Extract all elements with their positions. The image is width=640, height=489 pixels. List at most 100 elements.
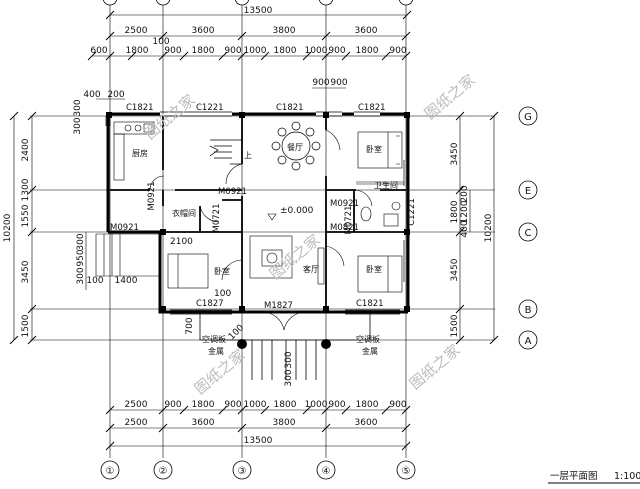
dim-left: 1550	[21, 204, 31, 227]
axis-label-bottom: ②	[159, 466, 168, 477]
window-code: C1821	[356, 299, 384, 309]
dim-top-mid: 900	[330, 78, 347, 88]
porch-columns	[237, 339, 331, 349]
dim-left: 1300	[21, 178, 31, 201]
top-dimensions	[92, 14, 406, 100]
window-code: C1221	[196, 103, 224, 113]
watermark: 图纸之家	[406, 341, 464, 393]
drawing-title: 一层平面图	[550, 471, 598, 482]
dining-table	[271, 121, 321, 171]
watermark: 图纸之家	[421, 71, 479, 123]
dim-bottom-row1: 900	[224, 400, 241, 410]
window-code: C1821	[358, 103, 386, 113]
dim-bottom-row1: 900	[164, 400, 181, 410]
exterior-walls	[106, 112, 410, 314]
side-steps	[95, 233, 160, 277]
dim-top-row2: 900	[164, 46, 181, 56]
dim-top-row2: 1000	[244, 46, 267, 56]
door-code: M0721	[344, 206, 354, 235]
window-code: C1821	[276, 103, 304, 113]
dim-top-row1: 3600	[355, 26, 378, 36]
columns	[106, 112, 410, 312]
dim-top-row2: 1800	[274, 46, 297, 56]
top-dim-ticks	[87, 10, 412, 61]
bathroom-fixtures	[356, 181, 404, 227]
dim-top-left-vert: 300	[73, 99, 83, 116]
beds	[167, 131, 403, 293]
bottom-dimensions	[110, 409, 406, 447]
dim-front: 700	[185, 317, 195, 334]
axis-label-bottom: ⑤	[402, 466, 411, 477]
dim-left: 2400	[21, 138, 31, 161]
door-swings	[149, 129, 373, 331]
dim-top-small: 100	[152, 37, 169, 47]
stair-up-label: 上	[244, 151, 252, 160]
rail-left: 金属	[208, 346, 224, 356]
dim-inner: 100	[214, 289, 231, 299]
dim-right: 3450	[450, 258, 460, 281]
dim-left-total: 10200	[3, 213, 13, 242]
room-bedroom-se: 卧室	[366, 264, 382, 274]
right-dimensions	[459, 116, 495, 340]
dim-bottom-row2: 3600	[192, 418, 215, 428]
dim-top-left: 200	[107, 90, 124, 100]
dim-bottom-row1: 2500	[125, 400, 148, 410]
ac-platform-right: 空调板	[356, 334, 380, 344]
staircase	[209, 139, 243, 165]
door-code: M0721	[212, 204, 222, 233]
room-laundry: 衣帽间	[172, 208, 196, 218]
living-furniture	[249, 235, 325, 285]
front-porch	[199, 312, 371, 380]
axis-lines	[30, 0, 495, 458]
watermark: 图纸之家	[141, 91, 199, 143]
dim-left: 3450	[21, 260, 31, 283]
rail-right: 金属	[362, 346, 378, 356]
room-bedroom-ne: 卧室	[366, 144, 382, 154]
dim-bottom-row1: 900	[328, 400, 345, 410]
dim-top-row2: 900	[224, 46, 241, 56]
dim-top-row2: 1800	[356, 46, 379, 56]
dim-left-small: 1400	[115, 276, 138, 286]
dim-top-row2: 900	[389, 46, 406, 56]
dim-left-small: 950	[76, 249, 86, 266]
watermark: 图纸之家	[266, 231, 324, 283]
window-code: C1821	[126, 103, 154, 113]
dim-right-inner: 200	[460, 185, 470, 202]
dim-bottom-row2: 3600	[355, 418, 378, 428]
dim-top-row1: 3800	[273, 26, 296, 36]
dim-bottom-total: 13500	[244, 436, 273, 446]
dim-bottom-row2: 3800	[273, 418, 296, 428]
dim-top-row2: 600	[90, 46, 107, 56]
dim-left-small: 300	[76, 267, 86, 284]
axis-label-right: E	[525, 186, 531, 197]
level-marker-icon	[267, 213, 277, 221]
kitchen-counter	[113, 121, 155, 181]
door-code: M0821	[330, 223, 359, 233]
axis-label-bottom: ①	[106, 466, 115, 477]
dim-top-total: 13500	[244, 6, 273, 16]
bottom-axis-bubbles	[100, 460, 416, 480]
dim-top-left-vert: 300	[73, 117, 83, 134]
axis-label-right: A	[525, 336, 532, 347]
dim-right: 1800	[450, 200, 460, 223]
interior-walls	[110, 116, 406, 312]
dim-bottom-row1: 1800	[192, 400, 215, 410]
door-code: M1827	[264, 301, 293, 311]
drawing-scale: 1:100	[614, 471, 640, 482]
dim-bottom-row1: 900	[389, 400, 406, 410]
dim-right: 1500	[450, 314, 460, 337]
dim-bottom-row1: 1000	[305, 400, 328, 410]
dim-top-row2: 1000	[305, 46, 328, 56]
dim-right-inner: 400	[460, 220, 470, 237]
axis-label-right: G	[524, 112, 532, 123]
right-axis-bubbles	[518, 106, 538, 350]
dim-inner: 2100	[170, 237, 193, 247]
window-code: C1221	[407, 198, 417, 226]
top-axis-bubbles	[102, 0, 414, 6]
level-label: ±0.000	[280, 206, 314, 216]
dim-top-row2: 900	[328, 46, 345, 56]
dim-top-row2: 1800	[126, 46, 149, 56]
axis-label-right: B	[525, 305, 532, 316]
room-dining: 餐厅	[287, 143, 303, 152]
